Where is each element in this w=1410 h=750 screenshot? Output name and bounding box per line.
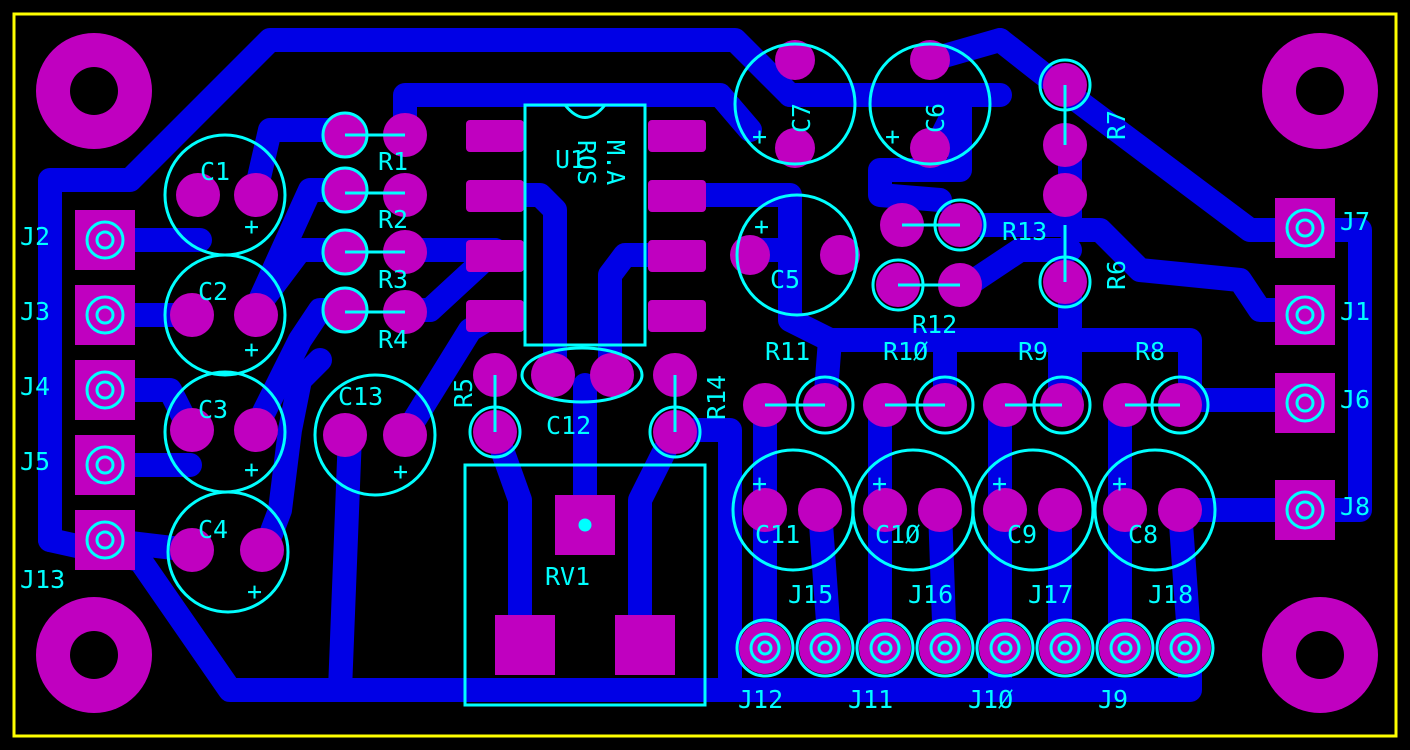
label-j2: J2 xyxy=(20,222,50,251)
label-r1: R1 xyxy=(378,147,408,176)
polarity-mark: + xyxy=(247,577,262,606)
label-r10: R1Ø xyxy=(883,337,928,366)
label-c10: C1Ø xyxy=(875,520,920,549)
label-j3: J3 xyxy=(20,297,50,326)
label-j10: J1Ø xyxy=(968,685,1013,714)
mounting-holes xyxy=(36,33,1378,713)
label-r12: R12 xyxy=(912,310,957,339)
label-j16: J16 xyxy=(908,580,953,609)
polarity-mark: + xyxy=(244,335,259,364)
label-j7: J7 xyxy=(1340,207,1370,236)
label-c2: C2 xyxy=(198,277,228,306)
label-r2: R2 xyxy=(378,205,408,234)
label-j11: J11 xyxy=(848,685,893,714)
label-rv1: RV1 xyxy=(545,562,590,591)
label-r13: R13 xyxy=(1002,217,1047,246)
label-j1: J1 xyxy=(1340,297,1370,326)
label-c5: C5 xyxy=(770,265,800,294)
label-u1: U1 xyxy=(555,145,585,174)
label-c8: C8 xyxy=(1128,520,1158,549)
polarity-mark: + xyxy=(885,122,900,151)
label-c9: C9 xyxy=(1007,520,1037,549)
component-labels: C1 C2 C3 C4 C13 C12 C5 C7 C6 C11 C1Ø C9 … xyxy=(20,103,1370,714)
label-c3: C3 xyxy=(198,395,228,424)
polarity-mark: + xyxy=(244,212,259,241)
label-j6: J6 xyxy=(1340,385,1370,414)
label-c12: C12 xyxy=(546,411,591,440)
polarity-mark: + xyxy=(754,212,769,241)
label-r5: R5 xyxy=(449,378,478,408)
polarity-marks: + + + + + + + + + + + + xyxy=(244,122,1127,606)
label-j5: J5 xyxy=(20,447,50,476)
label-j12: J12 xyxy=(738,685,783,714)
label-c6: C6 xyxy=(921,103,950,133)
label-r6: R6 xyxy=(1102,260,1131,290)
label-c13: C13 xyxy=(338,382,383,411)
label-j9: J9 xyxy=(1098,685,1128,714)
silkscreen xyxy=(85,42,1325,707)
label-c1: C1 xyxy=(200,157,230,186)
label-j13: J13 xyxy=(20,565,65,594)
label-c7: C7 xyxy=(787,103,816,133)
label-c11: C11 xyxy=(755,520,800,549)
label-r8: R8 xyxy=(1135,337,1165,366)
label-c4: C4 xyxy=(198,515,228,544)
polarity-mark: + xyxy=(1112,469,1127,498)
polarity-mark: + xyxy=(393,457,408,486)
label-j17: J17 xyxy=(1028,580,1073,609)
label-r3: R3 xyxy=(378,265,408,294)
label-j8: J8 xyxy=(1340,492,1370,521)
label-r9: R9 xyxy=(1018,337,1048,366)
label-j4: J4 xyxy=(20,372,50,401)
label-r7: R7 xyxy=(1102,110,1131,140)
board-outline xyxy=(12,12,1398,738)
polarity-mark: + xyxy=(244,455,259,484)
label-j18: J18 xyxy=(1148,580,1193,609)
polarity-mark: + xyxy=(872,469,887,498)
ic-marking-1: M.A xyxy=(601,140,630,185)
label-j15: J15 xyxy=(788,580,833,609)
label-r4: R4 xyxy=(378,325,408,354)
polarity-mark: + xyxy=(992,469,1007,498)
label-r11: R11 xyxy=(765,337,810,366)
label-r14: R14 xyxy=(702,375,731,420)
polarity-mark: + xyxy=(752,122,767,151)
polarity-mark: + xyxy=(752,469,767,498)
ic-marking-2: ROS xyxy=(572,140,601,185)
